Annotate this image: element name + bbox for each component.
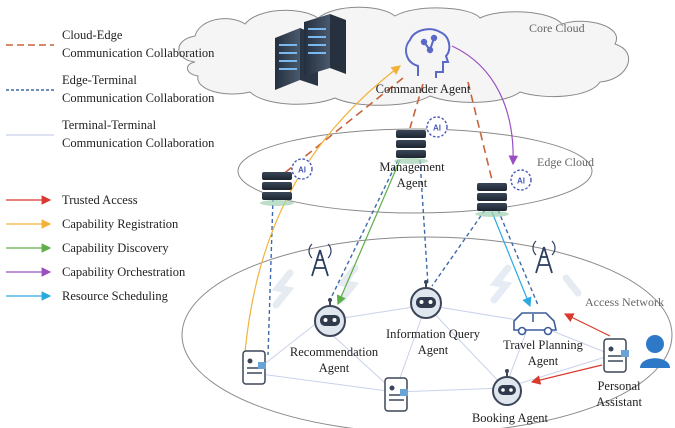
signal-waves: [271, 264, 582, 309]
zone-label-access-network: Access Network: [585, 295, 664, 309]
label-recommendation-line1: Recommendation: [289, 345, 379, 359]
antenna-icon-right: [532, 240, 556, 274]
ai-chip-icon-right: AI: [510, 169, 532, 191]
legend-capability-discovery: Capability Discovery: [62, 241, 169, 255]
data-center-icon: [275, 14, 346, 90]
legend-edge-terminal-line2: Communication Collaboration: [62, 91, 215, 105]
label-travel-line2: Agent: [527, 354, 559, 368]
server-icon-right: [475, 183, 509, 217]
robot-icon-booking: [492, 369, 522, 406]
svg-text:AI: AI: [298, 166, 306, 175]
antenna-icon-left: [308, 243, 332, 277]
phone-icon-personal: [603, 338, 629, 373]
ai-chip-icon-management: AI: [426, 116, 448, 138]
robot-icon-info-query: [410, 280, 442, 319]
label-info-query-line2: Agent: [417, 343, 449, 357]
legend-capability-orchestration: Capability Orchestration: [62, 265, 186, 279]
legend-terminal-terminal-line2: Communication Collaboration: [62, 136, 215, 150]
legend-terminal-terminal-line1: Terminal-Terminal: [62, 118, 157, 132]
legend-resource-scheduling: Resource Scheduling: [62, 289, 168, 303]
phone-icon-left: [242, 350, 266, 385]
ai-head-icon: [405, 28, 451, 78]
edge-cloud: [237, 128, 593, 214]
label-booking-agent: Booking Agent: [471, 411, 549, 425]
user-icon: [640, 335, 670, 368]
label-travel-line1: Travel Planning: [503, 338, 583, 352]
label-commander-agent: Commander Agent: [375, 82, 471, 96]
label-personal-line2: Assistant: [596, 395, 642, 409]
label-management-line2: Agent: [396, 176, 428, 190]
server-icon-left: [260, 172, 294, 206]
label-personal-line1: Personal: [597, 379, 641, 393]
label-management-line1: Management: [379, 160, 445, 174]
phone-icon-middle: [384, 377, 408, 412]
legend-line-samples: [6, 44, 54, 301]
svg-text:AI: AI: [517, 177, 525, 186]
legend-capability-registration: Capability Registration: [62, 217, 179, 231]
robot-icon-recommendation: [314, 298, 346, 337]
legend-cloud-edge-line2: Communication Collaboration: [62, 46, 215, 60]
cloud-edge-links: [281, 77, 493, 181]
ai-chip-icon-left: AI: [291, 158, 313, 180]
label-info-query-line1: Information Query: [385, 327, 481, 341]
svg-text:AI: AI: [433, 124, 441, 133]
server-icon-management: [394, 130, 428, 164]
legend-trusted-access: Trusted Access: [62, 193, 138, 207]
edge-terminal-links: [267, 159, 539, 356]
zone-label-edge-cloud: Edge Cloud: [537, 155, 594, 169]
zone-label-core-cloud: Core Cloud: [529, 21, 585, 35]
legend-cloud-edge-line1: Cloud-Edge: [62, 28, 123, 42]
legend-edge-terminal-line1: Edge-Terminal: [62, 73, 137, 87]
car-icon: [513, 312, 557, 336]
label-recommendation-line2: Agent: [318, 361, 350, 375]
